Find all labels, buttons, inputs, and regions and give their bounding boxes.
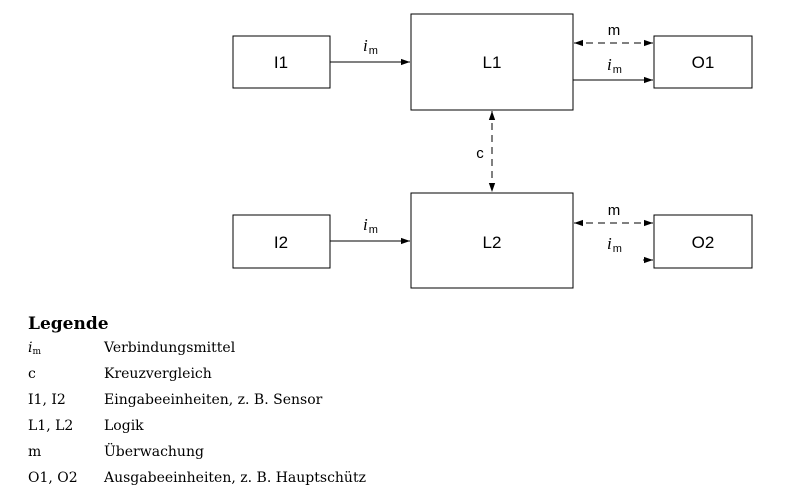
legend-row: c Kreuzvergleich (28, 363, 366, 389)
legend-key: O1, O2 (28, 467, 104, 493)
m-label-l2-o2: m (608, 202, 621, 219)
legend-key: m (28, 441, 104, 467)
legend-key: c (28, 363, 104, 389)
legend-key-italic: i (28, 340, 33, 356)
legend-title: Legende (28, 314, 109, 334)
legend-description: Eingabeeinheiten, z. B. Sensor (104, 392, 323, 408)
legend-key-text: c (28, 366, 36, 382)
legend-key-text: L1, L2 (28, 418, 74, 434)
l2-label: L2 (483, 233, 502, 252)
o1-label: O1 (692, 53, 715, 72)
l1-label: L1 (483, 53, 502, 72)
m-label-l1-o1: m (608, 22, 621, 39)
legend-description: Überwachung (104, 444, 204, 460)
legend-description: Logik (104, 418, 144, 434)
output-unit-1-box (653, 35, 753, 89)
legend-key: L1, L2 (28, 415, 104, 441)
legend-key: I1, I2 (28, 389, 104, 415)
legend-key-subscript: m (32, 347, 42, 357)
output-unit-2-box (653, 214, 753, 269)
block-diagram: I1 L1 O1 I2 L2 O2 im m im c im m im (232, 13, 753, 289)
legend-key-text: O1, O2 (28, 470, 78, 486)
logic-1-box (410, 13, 574, 111)
legend-description: Ausgabeeinheiten, z. B. Hauptschütz (104, 470, 366, 486)
i1-label: I1 (274, 53, 288, 72)
legend-row: L1, L2 Logik (28, 415, 366, 441)
im-label-i2-l2: im (363, 215, 378, 236)
legend-key-text: m (28, 444, 42, 460)
legend-row: I1, I2 Eingabeeinheiten, z. B. Sensor (28, 389, 366, 415)
im-label-i1-l1: im (363, 36, 378, 57)
legend-description: Verbindungsmittel (104, 340, 236, 356)
legend-row: m Überwachung (28, 441, 366, 467)
c-label: c (476, 145, 484, 162)
legend-row: im Verbindungsmittel (28, 337, 366, 363)
legend-key: im (28, 337, 104, 363)
i2-label: I2 (274, 233, 288, 252)
legend-key-text: I1, I2 (28, 392, 66, 408)
legend-row: O1, O2 Ausgabeeinheiten, z. B. Hauptschü… (28, 467, 366, 493)
legend-description: Kreuzvergleich (104, 366, 212, 382)
legend: Legende im Verbindungsmittel c Kreuzverg… (28, 314, 366, 493)
logic-2-box (410, 192, 574, 289)
im-label-l1-o1: im (607, 55, 622, 76)
im-label-l2-o2: im (607, 234, 622, 255)
o2-label: O2 (692, 233, 715, 252)
